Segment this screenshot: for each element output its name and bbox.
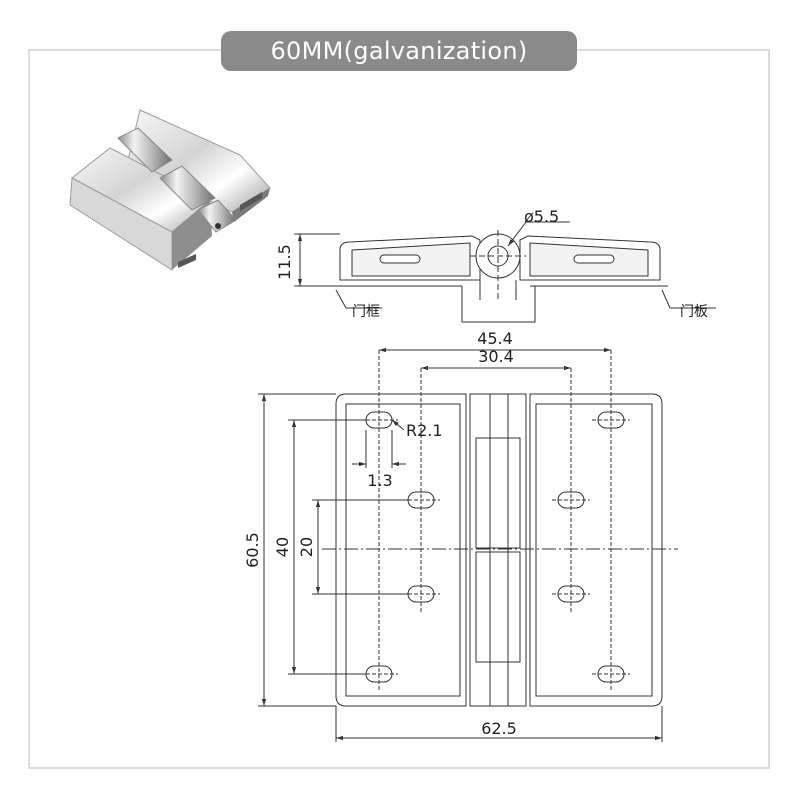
front-view bbox=[258, 347, 678, 742]
dim-overall-width: 62.5 bbox=[481, 719, 517, 738]
title-pill: 60MM(galvanization) bbox=[221, 31, 577, 71]
dim-hole-spacing-inner: 30.4 bbox=[478, 347, 514, 366]
side-height-label: 11.5 bbox=[275, 244, 294, 280]
dim-overall-height: 60.5 bbox=[243, 532, 262, 568]
dim-hole-spacing-outer: 45.4 bbox=[477, 329, 513, 348]
label-door-frame: 门框 bbox=[352, 304, 380, 320]
label-door-panel: 门板 bbox=[680, 304, 708, 320]
dim-slot-offset: 1.3 bbox=[367, 471, 392, 490]
side-view bbox=[294, 221, 716, 323]
dim-slot-radius: R2.1 bbox=[406, 421, 443, 440]
dim-outer-hole-span: 40 bbox=[273, 537, 292, 557]
page-title: 60MM(galvanization) bbox=[270, 37, 528, 65]
hinge-photo bbox=[69, 109, 271, 271]
side-diameter-label: ø5.5 bbox=[524, 207, 559, 226]
dim-inner-hole-span: 20 bbox=[297, 537, 316, 557]
